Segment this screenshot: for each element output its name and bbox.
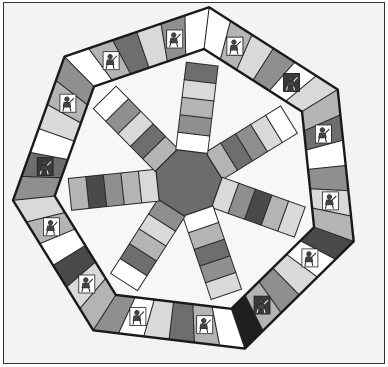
dragon-figure-icon xyxy=(79,275,95,293)
giant-figure-icon xyxy=(37,158,53,176)
beast-figure-icon xyxy=(284,73,300,91)
track-cell xyxy=(308,166,348,191)
knight-figure-icon xyxy=(315,125,331,143)
cat-figure-icon xyxy=(254,296,270,314)
archer-figure-icon xyxy=(103,52,119,70)
wizard-figure-icon xyxy=(227,37,243,55)
bird-figure-icon xyxy=(302,249,318,267)
ship-figure-icon xyxy=(197,316,213,334)
spoke-cell xyxy=(68,177,89,211)
lion-figure-icon xyxy=(60,94,76,112)
dwarf-figure-icon xyxy=(44,218,60,236)
monk-figure-icon xyxy=(167,30,183,48)
spoke-cell xyxy=(184,62,218,83)
horse-figure-icon xyxy=(130,308,146,326)
soldier-figure-icon xyxy=(322,192,338,210)
